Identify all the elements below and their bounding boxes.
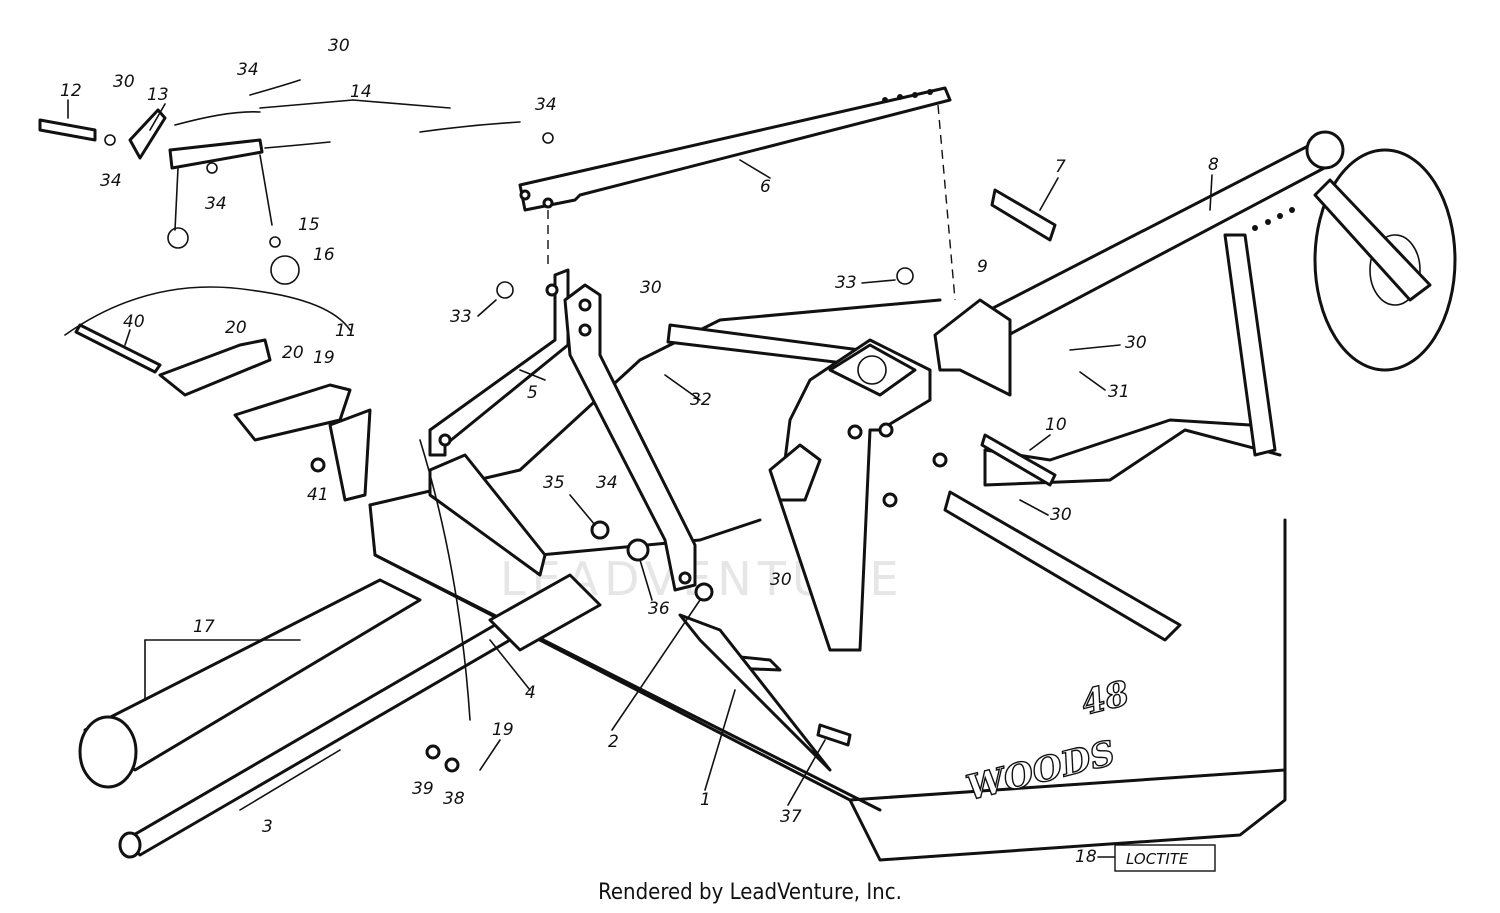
part-callouts: 12 30 13 34 30 14 34 34 34 15 16 6 7 8 9…: [60, 36, 1219, 837]
callout-3: 3: [262, 817, 273, 837]
callout-7: 7: [1055, 157, 1066, 177]
washer-33b: [896, 267, 914, 285]
callout-12: 12: [60, 81, 82, 101]
callout-2: 2: [608, 732, 619, 752]
loctite-label: 18 LOCTITE: [1075, 844, 1216, 872]
callout-30: 30: [1050, 505, 1072, 525]
callout-30: 30: [640, 278, 662, 298]
callout-33: 33: [450, 307, 472, 327]
callout-10: 10: [1045, 415, 1067, 435]
leader-lines: [67, 99, 1213, 811]
callout-30: 30: [328, 36, 350, 56]
gearbox: [768, 338, 948, 652]
callout-34: 34: [237, 60, 259, 80]
brand-right: 48: [1078, 673, 1134, 723]
callout-20: 20: [282, 343, 304, 363]
callout-6: 6: [760, 177, 771, 197]
callout-4: 4: [525, 683, 536, 703]
callout-39: 39: [412, 779, 434, 799]
callout-17: 17: [193, 617, 215, 637]
callout-35: 35: [543, 473, 565, 493]
callout-40: 40: [123, 312, 145, 332]
brand-left: WOODS: [963, 733, 1120, 808]
callout-15: 15: [298, 215, 320, 235]
callout-31: 31: [1108, 382, 1130, 402]
callout-34: 34: [205, 194, 227, 214]
callout-30: 30: [770, 570, 792, 590]
callout-14: 14: [350, 82, 372, 102]
callout-5: 5: [527, 383, 538, 403]
callout-20: 20: [225, 318, 247, 338]
callout-8: 8: [1208, 155, 1219, 175]
pto-driveline: [78, 573, 602, 859]
callout-11: 11: [335, 321, 357, 341]
callout-19: 19: [313, 348, 335, 368]
pin-7: [990, 188, 1057, 242]
callout-1: 1: [700, 790, 711, 810]
pin-10: [980, 433, 1057, 487]
callout-41: 41: [307, 485, 329, 505]
svg-text:LOCTITE: LOCTITE: [1126, 850, 1189, 868]
svg-text:18: 18: [1075, 847, 1097, 867]
footer-credit: Rendered by LeadVenture, Inc.: [598, 880, 902, 905]
callout-33: 33: [835, 273, 857, 293]
callout-34: 34: [596, 473, 618, 493]
callout-19: 19: [492, 720, 514, 740]
callout-30: 30: [113, 72, 135, 92]
callout-13: 13: [147, 85, 169, 105]
washer-33a: [496, 281, 514, 299]
callout-36: 36: [648, 599, 670, 619]
top-link-bar: [518, 86, 952, 212]
callout-16: 16: [313, 245, 335, 265]
bracket-9: [933, 298, 1012, 397]
side-bracket-group: [64, 286, 372, 502]
tail-wheel-assembly: [958, 130, 1457, 457]
callout-30: 30: [1125, 333, 1147, 353]
callout-9: 9: [977, 257, 988, 277]
chain-assembly: [38, 79, 554, 285]
callout-32: 32: [690, 390, 712, 410]
callout-34: 34: [100, 171, 122, 191]
callout-38: 38: [443, 789, 465, 809]
callout-34: 34: [535, 95, 557, 115]
callout-37: 37: [780, 807, 802, 827]
hitch-uprights: [428, 268, 697, 592]
